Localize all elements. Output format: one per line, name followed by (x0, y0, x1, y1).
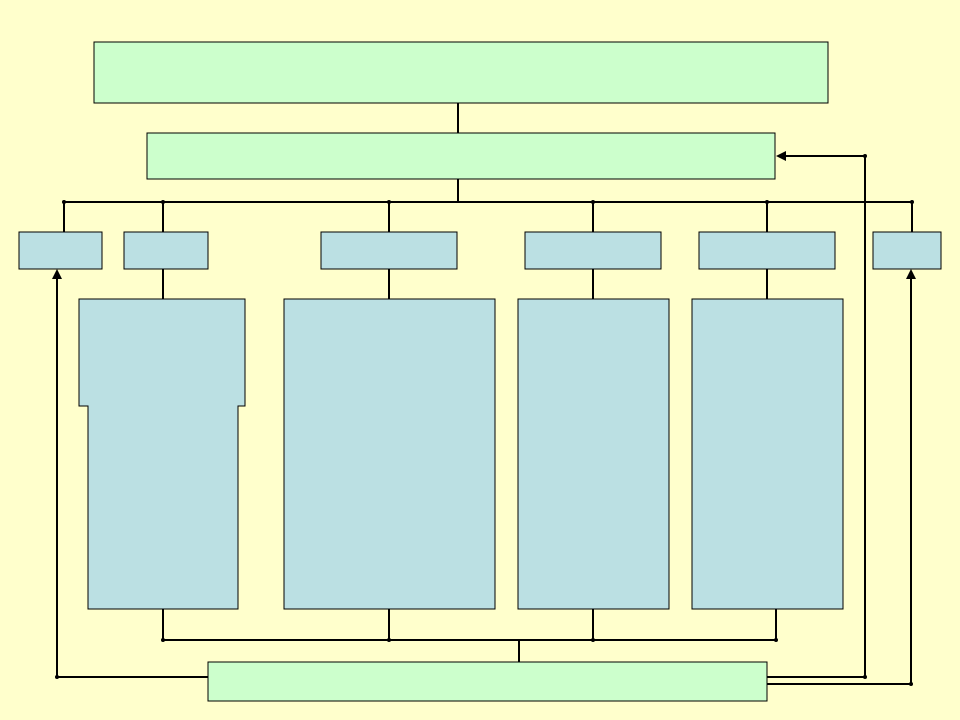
box-top (93, 41, 829, 104)
box-small-3 (320, 231, 458, 270)
arrowhead-left-second (776, 151, 786, 161)
box-small-2 (123, 231, 209, 270)
junction-dot (62, 200, 66, 204)
junction-dot (161, 638, 165, 642)
junction-dot (909, 682, 913, 686)
box-tall-4 (691, 298, 844, 610)
box-bottom (207, 661, 768, 702)
box-small-6 (872, 231, 942, 270)
junction-dot (55, 675, 59, 679)
junction-dot (161, 200, 165, 204)
junction-dot (863, 675, 867, 679)
box-tall-1 (78, 298, 246, 610)
junction-dot (591, 638, 595, 642)
feedback-right-to-second (767, 155, 866, 678)
junction-dot (387, 638, 391, 642)
arrowhead-up-small-1 (52, 269, 62, 279)
box-small-5 (698, 231, 836, 270)
box-second (146, 132, 776, 180)
junction-dot (774, 638, 778, 642)
junction-dot (910, 200, 914, 204)
junction-dot (591, 200, 595, 204)
box-small-1 (18, 231, 103, 270)
junction-dots (55, 154, 914, 686)
arrowhead-up-small-6 (906, 269, 916, 279)
box-tall-3 (517, 298, 670, 610)
arrowheads (52, 151, 916, 279)
box-tall-2 (283, 298, 496, 610)
junction-dot (387, 200, 391, 204)
box-small-4 (524, 231, 662, 270)
junction-dot (863, 154, 867, 158)
junction-dot (765, 200, 769, 204)
